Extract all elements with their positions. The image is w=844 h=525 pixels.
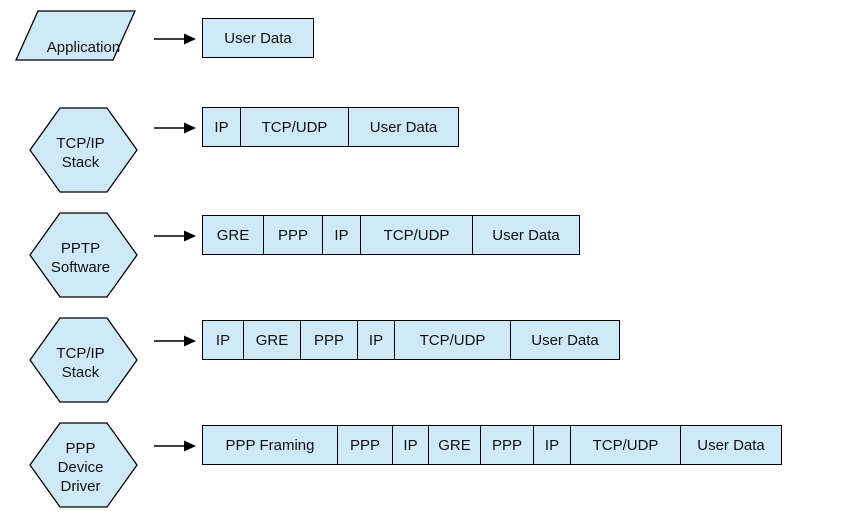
packet-segment: IP — [203, 108, 241, 146]
packet-segment: IP — [323, 216, 361, 254]
packet-segment: TCP/UDP — [571, 426, 681, 464]
layer-shape-tcpip-stack-1: TCP/IP Stack — [8, 105, 153, 200]
layer-shape-tcpip-stack-2: TCP/IP Stack — [8, 315, 153, 410]
layer-label-tcpip-stack-2: TCP/IP Stack — [56, 344, 105, 381]
arrow-right-icon-tcpip-stack-1 — [153, 120, 199, 136]
packet-segment: User Data — [681, 426, 781, 464]
arrow-right-icon-tcpip-stack-2 — [153, 333, 199, 349]
packet-segment: GRE — [244, 321, 301, 359]
packet-segment: PPP — [481, 426, 534, 464]
arrow-right-icon-ppp-device-driver — [153, 438, 199, 454]
packet-segment: TCP/UDP — [395, 321, 511, 359]
packet-segment: PPP — [338, 426, 393, 464]
packet-segment: IP — [534, 426, 571, 464]
layer-label-pptp-software: PPTP Software — [50, 239, 111, 276]
packet-segment: GRE — [429, 426, 481, 464]
layer-shape-pptp-software: PPTP Software — [8, 210, 153, 305]
packet-segment: User Data — [473, 216, 579, 254]
arrow-right-icon-pptp-software — [153, 228, 199, 244]
hexagon-icon — [29, 212, 138, 298]
packet-segment: IP — [203, 321, 244, 359]
layer-label-ppp-device-driver: PPP Device Driver — [57, 440, 104, 495]
hexagon-icon — [29, 317, 138, 403]
packet-segment: GRE — [203, 216, 264, 254]
layer-row-application: Application User Data — [0, 0, 844, 105]
packet-segment: PPP — [264, 216, 323, 254]
packet-segment: PPP Framing — [203, 426, 338, 464]
layer-label-tcpip-stack-1: TCP/IP Stack — [56, 134, 105, 171]
packet-segment: User Data — [203, 19, 313, 57]
arrow-right-icon-application — [153, 31, 199, 47]
parallelogram-icon — [14, 10, 137, 61]
packet-bar-application: User Data — [202, 18, 314, 58]
packet-segment: TCP/UDP — [241, 108, 349, 146]
packet-segment: PPP — [301, 321, 358, 359]
packet-segment: User Data — [511, 321, 619, 359]
hexagon-icon — [29, 107, 138, 193]
packet-segment: IP — [393, 426, 429, 464]
packet-segment: User Data — [349, 108, 458, 146]
layer-label-application: Application — [46, 39, 121, 56]
layer-shape-ppp-device-driver: PPP Device Driver — [8, 420, 153, 515]
layer-shape-application: Application — [8, 0, 153, 95]
packet-segment: TCP/UDP — [361, 216, 473, 254]
packet-segment: IP — [358, 321, 395, 359]
